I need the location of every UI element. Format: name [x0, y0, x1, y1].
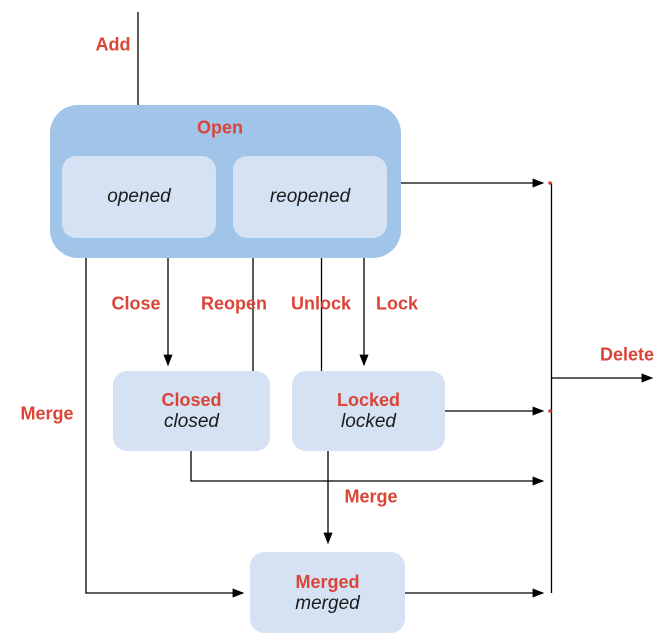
lock-label: Lock: [375, 293, 419, 314]
junction-dot: [548, 409, 552, 413]
state-locked-title: Locked: [336, 390, 401, 410]
edge-merge-from-open-arrow: [85, 258, 245, 598]
junction-dot: [548, 181, 552, 185]
state-closed-title: Closed: [161, 390, 222, 410]
reopen-label: Reopen: [200, 293, 268, 314]
add-label: Add: [95, 34, 131, 55]
state-reopened-name: reopened: [269, 186, 351, 207]
state-merged: Merged merged: [250, 552, 405, 633]
state-closed: Closed closed: [113, 371, 270, 451]
edge-closed-to-collector-arrow: [190, 451, 545, 486]
open-group-label: Open: [196, 117, 244, 138]
close-label: Close: [111, 293, 161, 314]
state-closed-name: closed: [164, 411, 219, 432]
state-reopened: reopened: [233, 156, 387, 238]
state-locked-name: locked: [341, 411, 396, 432]
unlock-label: Unlock: [290, 293, 352, 314]
state-merged-name: merged: [295, 592, 360, 614]
state-opened-name: opened: [107, 186, 171, 207]
merge-right-label: Merge: [344, 486, 398, 507]
state-locked: Locked locked: [292, 371, 445, 451]
state-opened: opened: [62, 156, 216, 238]
merge-left-label: Merge: [20, 403, 74, 424]
delete-label: Delete: [599, 344, 655, 365]
state-merged-title: Merged: [295, 571, 360, 592]
